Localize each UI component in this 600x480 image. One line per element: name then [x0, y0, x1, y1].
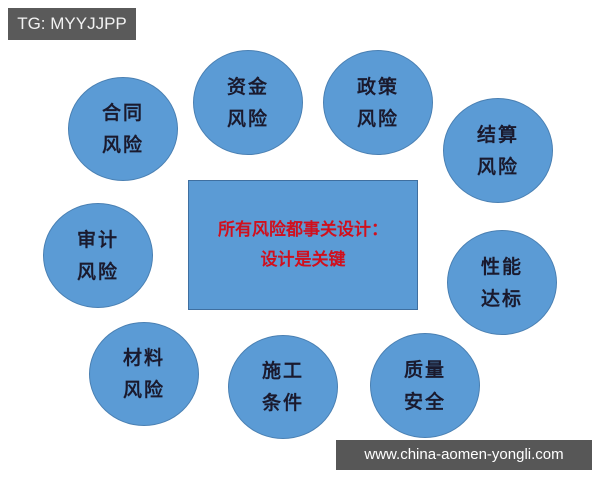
node-quality-safety: 质量 安全 [370, 333, 480, 438]
central-message-box: 所有风险都事关设计： 设计是关键 [188, 180, 418, 310]
node-settlement-risk: 结算 风险 [443, 98, 553, 203]
node-label: 达标 [480, 287, 523, 310]
central-line-1: 所有风险都事关设计： [218, 220, 388, 240]
node-label: 施工 [261, 360, 304, 382]
node-label: 审计 [76, 228, 119, 251]
node-policy-risk: 政策 风险 [323, 50, 433, 155]
watermark-url: www.china-aomen-yongli.com [336, 440, 592, 470]
node-label: 安全 [403, 390, 446, 413]
node-label: 政策 [356, 75, 399, 98]
node-label: 质量 [403, 358, 446, 381]
watermark-tag: TG: MYYJJPP [8, 8, 136, 40]
node-label: 风险 [226, 107, 269, 130]
node-funding-risk: 资金 风险 [193, 50, 303, 155]
node-label: 结算 [476, 123, 519, 146]
node-label: 风险 [101, 134, 144, 156]
node-label: 风险 [76, 260, 119, 283]
node-construction-conditions: 施工 条件 [228, 335, 338, 439]
node-label: 合同 [101, 102, 144, 124]
central-line-2: 设计是关键 [260, 250, 346, 270]
node-label: 资金 [226, 75, 269, 98]
node-label: 性能 [480, 255, 523, 278]
node-audit-risk: 审计 风险 [43, 203, 153, 308]
node-label: 条件 [261, 392, 304, 414]
node-label: 风险 [356, 107, 399, 130]
node-label: 风险 [122, 379, 165, 401]
node-contract-risk: 合同 风险 [68, 77, 178, 181]
node-performance-target: 性能 达标 [447, 230, 557, 335]
node-label: 风险 [476, 155, 519, 178]
node-label: 材料 [122, 347, 165, 369]
node-material-risk: 材料 风险 [89, 322, 199, 426]
